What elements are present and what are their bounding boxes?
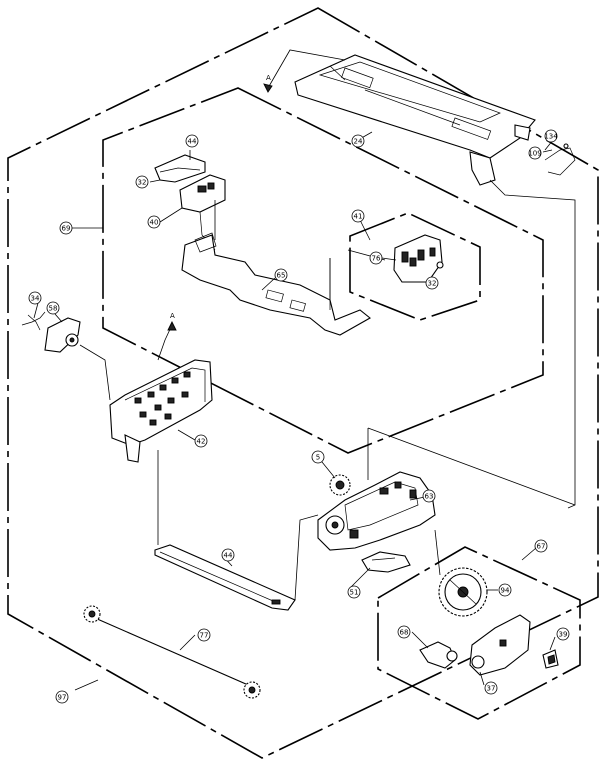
circuit-board-42-part [109, 359, 213, 463]
callout-65: 65 [274, 268, 288, 282]
outer-assembly-boundary [7, 7, 599, 759]
svg-text:134: 134 [544, 133, 558, 141]
svg-text:69: 69 [62, 225, 71, 233]
callout-5: 5 [311, 450, 325, 464]
callout-97: 97 [55, 690, 69, 704]
svg-text:109: 109 [528, 150, 541, 158]
bracket-37-part [469, 614, 531, 676]
svg-text:76: 76 [372, 255, 381, 263]
callout-67: 67 [534, 539, 548, 553]
svg-text:97: 97 [58, 694, 67, 702]
block-39-part [542, 649, 559, 669]
svg-text:37: 37 [487, 685, 496, 693]
callout-44-upper: 44 [185, 134, 199, 148]
callout-76: 76 [369, 251, 383, 265]
callout-34: 34 [28, 291, 42, 305]
svg-text:40: 40 [150, 219, 159, 227]
callout-40: 40 [147, 215, 161, 229]
arrow-mark-a: A [170, 312, 175, 320]
callout-68: 68 [397, 625, 411, 639]
lever-68-part [419, 641, 458, 669]
frame-plate-part [294, 54, 536, 186]
lever-58-part [21, 311, 81, 353]
svg-text:34: 34 [31, 295, 40, 303]
callout-63: 63 [422, 489, 436, 503]
callout-32-upper: 32 [135, 175, 149, 189]
switch-assembly-41-part [393, 234, 444, 283]
bracket-44-part [154, 150, 206, 183]
svg-text:63: 63 [425, 493, 434, 501]
arrow-head [167, 320, 177, 331]
svg-text:58: 58 [49, 305, 58, 313]
carriage-assembly-63-part [317, 471, 436, 551]
callout-58: 58 [46, 301, 60, 315]
svg-text:5: 5 [316, 454, 320, 462]
gear-94-part [438, 567, 488, 617]
callout-51: 51 [347, 585, 361, 599]
arrow-head [263, 83, 273, 93]
svg-text:41: 41 [354, 213, 363, 221]
assembly-41-boundary [349, 212, 481, 321]
callout-94: 94 [498, 583, 512, 597]
svg-text:32: 32 [428, 280, 437, 288]
callout-77: 77 [197, 628, 211, 642]
callout-39: 39 [556, 627, 570, 641]
svg-text:39: 39 [559, 631, 568, 639]
callout-44-lower: 44 [221, 548, 235, 562]
callout-24: 24 [351, 134, 365, 148]
plate-65-part [181, 232, 371, 336]
svg-text:65: 65 [277, 272, 286, 280]
callout-37: 37 [484, 681, 498, 695]
svg-text:68: 68 [400, 629, 409, 637]
callout-42: 42 [194, 434, 208, 448]
callout-41: 41 [351, 209, 365, 223]
svg-text:77: 77 [200, 632, 209, 640]
small-spring-part [544, 143, 576, 176]
svg-text:32: 32 [138, 179, 147, 187]
svg-text:67: 67 [537, 543, 546, 551]
callout-69: 69 [59, 221, 73, 235]
assembly-67-boundary [377, 546, 581, 720]
assembly-69-boundary [102, 87, 544, 454]
svg-text:42: 42 [197, 438, 206, 446]
leader-lines [33, 131, 576, 691]
svg-text:44: 44 [188, 138, 197, 146]
svg-text:44: 44 [224, 552, 233, 560]
gear-5-part [329, 474, 351, 496]
svg-text:51: 51 [350, 589, 359, 597]
callout-134: 134 [544, 129, 558, 143]
callout-32-lower: 32 [425, 276, 439, 290]
callout-109: 109 [528, 146, 542, 160]
arrow-mark-a: A [266, 74, 271, 82]
shaft-77-part [83, 605, 261, 699]
rail-44-part [154, 544, 296, 611]
svg-text:24: 24 [354, 138, 363, 146]
svg-text:94: 94 [501, 587, 510, 595]
